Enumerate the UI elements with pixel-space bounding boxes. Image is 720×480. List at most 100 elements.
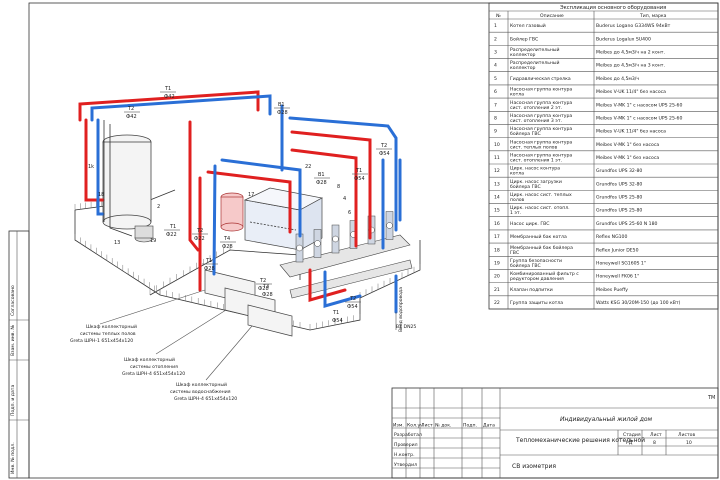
pipe-t2-bottom xyxy=(323,270,362,308)
pipe-t1-drop xyxy=(188,120,200,252)
pump-icon xyxy=(314,240,321,247)
section-title-1: Тепломеханические решения котельной xyxy=(515,437,645,444)
table-cell-num: 4 xyxy=(494,63,497,69)
label-b1: B1 xyxy=(278,102,285,108)
label-t4-d: Ф28 xyxy=(222,244,233,250)
table-cell-num: 22 xyxy=(494,300,500,306)
table-cell-num: 10 xyxy=(494,142,500,148)
label-t1-r2: T1 xyxy=(355,168,362,174)
pipe-t1-bottom xyxy=(308,268,347,302)
label-t2-low-d: Ф28 xyxy=(258,286,269,292)
side-replace-inv: Взам. инв. № xyxy=(10,325,16,356)
label-t1-mid-d: Ф22 xyxy=(166,232,177,238)
tb-col-header: № док. xyxy=(435,423,451,429)
table-cell-type: Meibes V-UK 11/4" без насоса xyxy=(596,89,666,95)
table-cell-desc: Котел газовый xyxy=(510,22,546,29)
note-cab2-1: Шкаф коллекторный xyxy=(124,356,175,363)
table-cell-num: 21 xyxy=(494,287,500,293)
notes: Ввод водопровода B1 DN25 Шкаф коллекторн… xyxy=(70,287,416,402)
table-cell-type: Meibes V-UK 11/4" без насоса xyxy=(596,129,666,135)
table-cell-desc: Мембранный бак котла xyxy=(510,233,567,240)
note-input: Ввод водопровода xyxy=(398,287,404,332)
tb-col-header: Изм. xyxy=(393,423,404,429)
table-cell-num: 20 xyxy=(494,274,500,280)
label-t2-left-d: Ф42 xyxy=(126,114,137,120)
table-cell-num: 5 xyxy=(494,76,497,82)
pump-icon xyxy=(386,222,393,229)
table-cell-desc: Клапан подпитки xyxy=(510,287,553,293)
pipe-t1-top xyxy=(78,90,260,122)
pipework xyxy=(78,90,402,314)
note-cab2-2: системы отопления xyxy=(130,365,178,370)
callout-22: 22 xyxy=(305,164,311,170)
callout-19: 19 xyxy=(150,238,156,244)
table-header-num: № xyxy=(496,13,501,19)
callout-2: 2 xyxy=(157,204,160,210)
side-stamp: Согласовано Взам. инв. № Подп. и дата Ин… xyxy=(8,230,30,479)
table-cell-type: Meibes дo 4,5м3/ч на 3 конт. xyxy=(596,63,665,69)
table-cell-num: 9 xyxy=(494,129,497,135)
tb-role: Н.контр. xyxy=(394,452,415,458)
label-t1-low: T1 xyxy=(205,258,212,264)
tb-col-header: Подп. xyxy=(463,423,477,429)
pipe-t2-right xyxy=(381,158,402,250)
table-cell-type: Meibes Pueffy xyxy=(596,287,628,293)
label-1k: 1k xyxy=(88,164,94,170)
drawing-name: СВ изометрия xyxy=(512,463,556,470)
table-cell-type: Meibes дo 4,5м3/ч xyxy=(596,76,639,82)
callout-8: 8 xyxy=(337,184,340,190)
title-block-frame xyxy=(391,387,719,479)
table-cell-num: 3 xyxy=(494,50,497,56)
side-sign-date: Подп. и дата xyxy=(10,385,16,416)
equipment-table: Экспликация основного оборудования № Опи… xyxy=(488,2,719,310)
label-t1-mid: T1 xyxy=(169,224,176,230)
pipe-t2-boiler xyxy=(212,158,302,276)
pipe-cold-left xyxy=(103,120,133,237)
table-cell-type: Buderus Logano G334WS 94кВт xyxy=(596,23,671,29)
tb-role: Утвердил xyxy=(394,462,417,468)
sheet-header: Лист xyxy=(650,432,662,438)
label-t1-top-d: Ф42 xyxy=(164,94,175,100)
pump-icon xyxy=(332,235,339,243)
tb-role: Проверил xyxy=(394,442,418,448)
label-b1-mid-d: Ф28 xyxy=(316,180,327,186)
note-cab3-2: системы водоснабжения xyxy=(170,389,231,395)
table-header-type: Тип, марка xyxy=(639,13,667,19)
note-cab3-3: Greta ШРН-4 651х454х120 xyxy=(174,396,237,402)
title-block: ТМ Индивидуальный жилой дом Тепломеханич… xyxy=(391,387,719,479)
table-cell-type: Meibes V-MK 1" без насоса xyxy=(596,142,659,148)
table-cell-type: Meibes V-MK 1" без насоса xyxy=(596,155,659,161)
table-title: Экспликация основного оборудования xyxy=(560,5,666,11)
label-t3: T3 xyxy=(262,284,269,290)
table-cell-type: Grundfos UPS 25-60 N 180 xyxy=(596,221,658,227)
callout-17: 17 xyxy=(248,192,254,198)
callout-6: 6 xyxy=(348,210,351,216)
sheet-mark: ТМ xyxy=(707,395,715,401)
project-title: Индивидуальный жилой дом xyxy=(560,416,653,423)
table-cell-type: Meibes V-MK 1" с насосом UPS 25-60 xyxy=(596,115,682,121)
dhw-boiler-tank xyxy=(102,134,152,230)
collector-cabinets xyxy=(204,269,293,337)
tb-col-header: Кол.уч xyxy=(407,423,423,429)
note-cab1-1: Шкаф коллекторный xyxy=(86,323,137,330)
stage-header: Стадия xyxy=(623,432,641,438)
table-cell-type: Grundfos UPS 32-80 xyxy=(596,181,642,187)
table-cell-desc: Цирк. насос сист. отопл.1 эт. xyxy=(510,205,570,216)
table-cell-type: Grundfos UPS 32-80 xyxy=(596,168,642,174)
callout-13: 13 xyxy=(114,240,120,246)
pipe-labels: T1 Ф42 T2 Ф42 B1 Ф28 T2 Ф54 T1 Ф22 T2 Ф2… xyxy=(88,86,392,324)
table-cell-num: 7 xyxy=(494,102,497,108)
table-cell-num: 6 xyxy=(494,89,497,95)
pipe-t2-left xyxy=(96,118,105,216)
